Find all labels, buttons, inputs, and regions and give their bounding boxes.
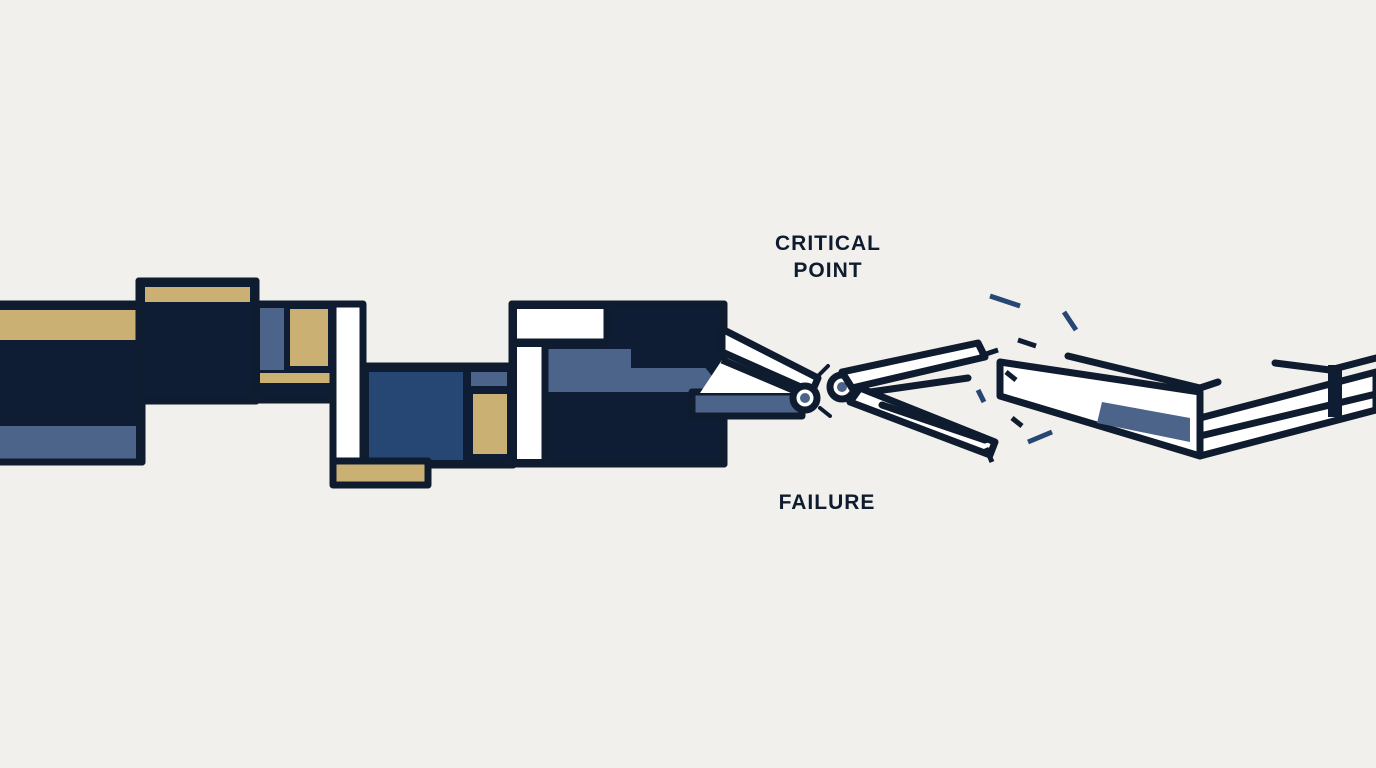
- fragment: [1061, 310, 1079, 332]
- lower-block: [359, 362, 517, 469]
- critical-point-line2: POINT: [793, 259, 863, 282]
- left-bar-block: [0, 300, 146, 466]
- critical-point-label: CRITICAL POINT: [748, 230, 908, 284]
- fragment: [1010, 416, 1024, 428]
- fragment: [1004, 370, 1018, 382]
- failure-label: FAILURE: [778, 491, 876, 514]
- fragment: [1017, 337, 1037, 349]
- connector-block: [252, 300, 338, 404]
- fragment: [979, 347, 999, 359]
- white-plate: [329, 300, 367, 468]
- fragment: [1027, 429, 1053, 445]
- upper-prong: [838, 339, 989, 392]
- fragment-debris: [975, 293, 1079, 463]
- fragment: [975, 388, 987, 404]
- gold-foot: [329, 457, 432, 489]
- upper-block: [135, 277, 260, 405]
- end-piece: [1196, 354, 1376, 460]
- broken-segment: [996, 352, 1222, 460]
- broken-assembly: [838, 339, 1376, 460]
- arm-shaft: [688, 325, 822, 420]
- right-housing: [508, 300, 728, 468]
- fragment: [989, 293, 1021, 309]
- fragment: [983, 447, 995, 463]
- intact-assembly: [0, 277, 822, 489]
- critical-point-line1: CRITICAL: [775, 232, 881, 255]
